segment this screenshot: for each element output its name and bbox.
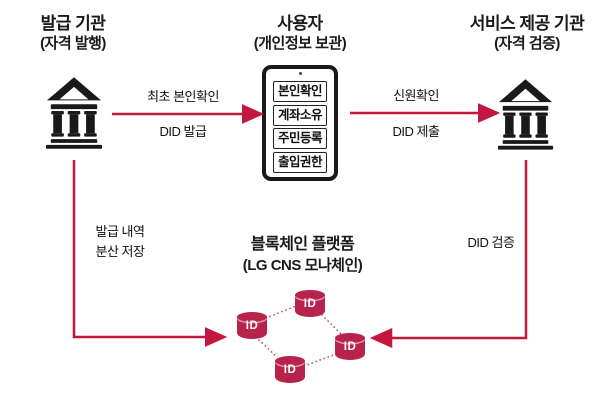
database-label: ID	[343, 341, 357, 353]
user-subtitle: (개인정보 보관)	[253, 35, 347, 52]
issuer-header: 발급 기관 (자격 발행)	[0, 13, 146, 54]
database-label: ID	[303, 298, 317, 310]
camera-dot-icon	[298, 72, 302, 75]
blockchain-title: 블록체인 플랫폼	[250, 236, 355, 253]
database-ellipse	[295, 290, 325, 300]
store-flow-line2: 분산 저장	[95, 244, 145, 259]
submit-flow-sublabel: DID 제출	[392, 124, 440, 139]
service-header: 서비스 제공 기관 (자격 검증)	[443, 13, 600, 54]
database-body	[295, 295, 325, 317]
issuer-subtitle: (자격 발행)	[40, 35, 106, 52]
store-flow-line1: 발급 내역	[95, 224, 145, 239]
database-ellipse	[335, 333, 365, 343]
store-flow-label: 발급 내역 분산 저장	[62, 222, 178, 262]
database-body	[335, 338, 365, 360]
blockchain-subtitle: (LG CNS 모나체인)	[242, 257, 363, 274]
verify-flow-label: DID 검증	[467, 235, 515, 250]
database-icon: ID	[335, 333, 365, 360]
smartphone-icon: 본인확인 계좌소유 주민등록 출입권한	[262, 65, 338, 181]
network-link	[303, 353, 337, 367]
database-body	[275, 361, 305, 383]
bank-icon-svg	[497, 79, 554, 150]
issue-flow-sublabel: DID 발급	[159, 124, 207, 139]
database-icon: ID	[275, 356, 305, 383]
credential-chip: 계좌소유	[273, 104, 327, 126]
service-title: 서비스 제공 기관	[469, 14, 585, 33]
network-link	[265, 305, 297, 319]
credential-chip: 출입권한	[273, 151, 327, 173]
database-ellipse	[237, 312, 267, 322]
database-label: ID	[283, 364, 297, 376]
credential-list: 본인확인 계좌소유 주민등록 출입권한	[266, 81, 334, 175]
database-ellipse	[275, 356, 305, 366]
bank-icon-svg	[45, 77, 103, 149]
blockchain-header: 블록체인 플랫폼 (LG CNS 모나체인)	[200, 235, 405, 276]
submit-flow-label: 신원확인	[393, 88, 439, 103]
database-icon: ID	[295, 290, 325, 317]
network-link	[321, 314, 342, 335]
database-label: ID	[245, 320, 259, 332]
bank-icon	[45, 75, 103, 149]
issue-flow-label: 최초 본인확인	[147, 89, 219, 104]
credential-chip: 본인확인	[273, 81, 327, 102]
database-icon: ID	[237, 312, 267, 339]
credential-chip: 주민등록	[273, 128, 327, 149]
issuer-title: 발급 기관	[40, 14, 106, 33]
network-link	[258, 339, 278, 358]
service-subtitle: (자격 검증)	[494, 35, 560, 52]
user-header: 사용자 (개인정보 보관)	[228, 13, 372, 54]
bank-icon	[497, 77, 554, 150]
user-title: 사용자	[277, 14, 323, 33]
database-body	[237, 317, 267, 339]
